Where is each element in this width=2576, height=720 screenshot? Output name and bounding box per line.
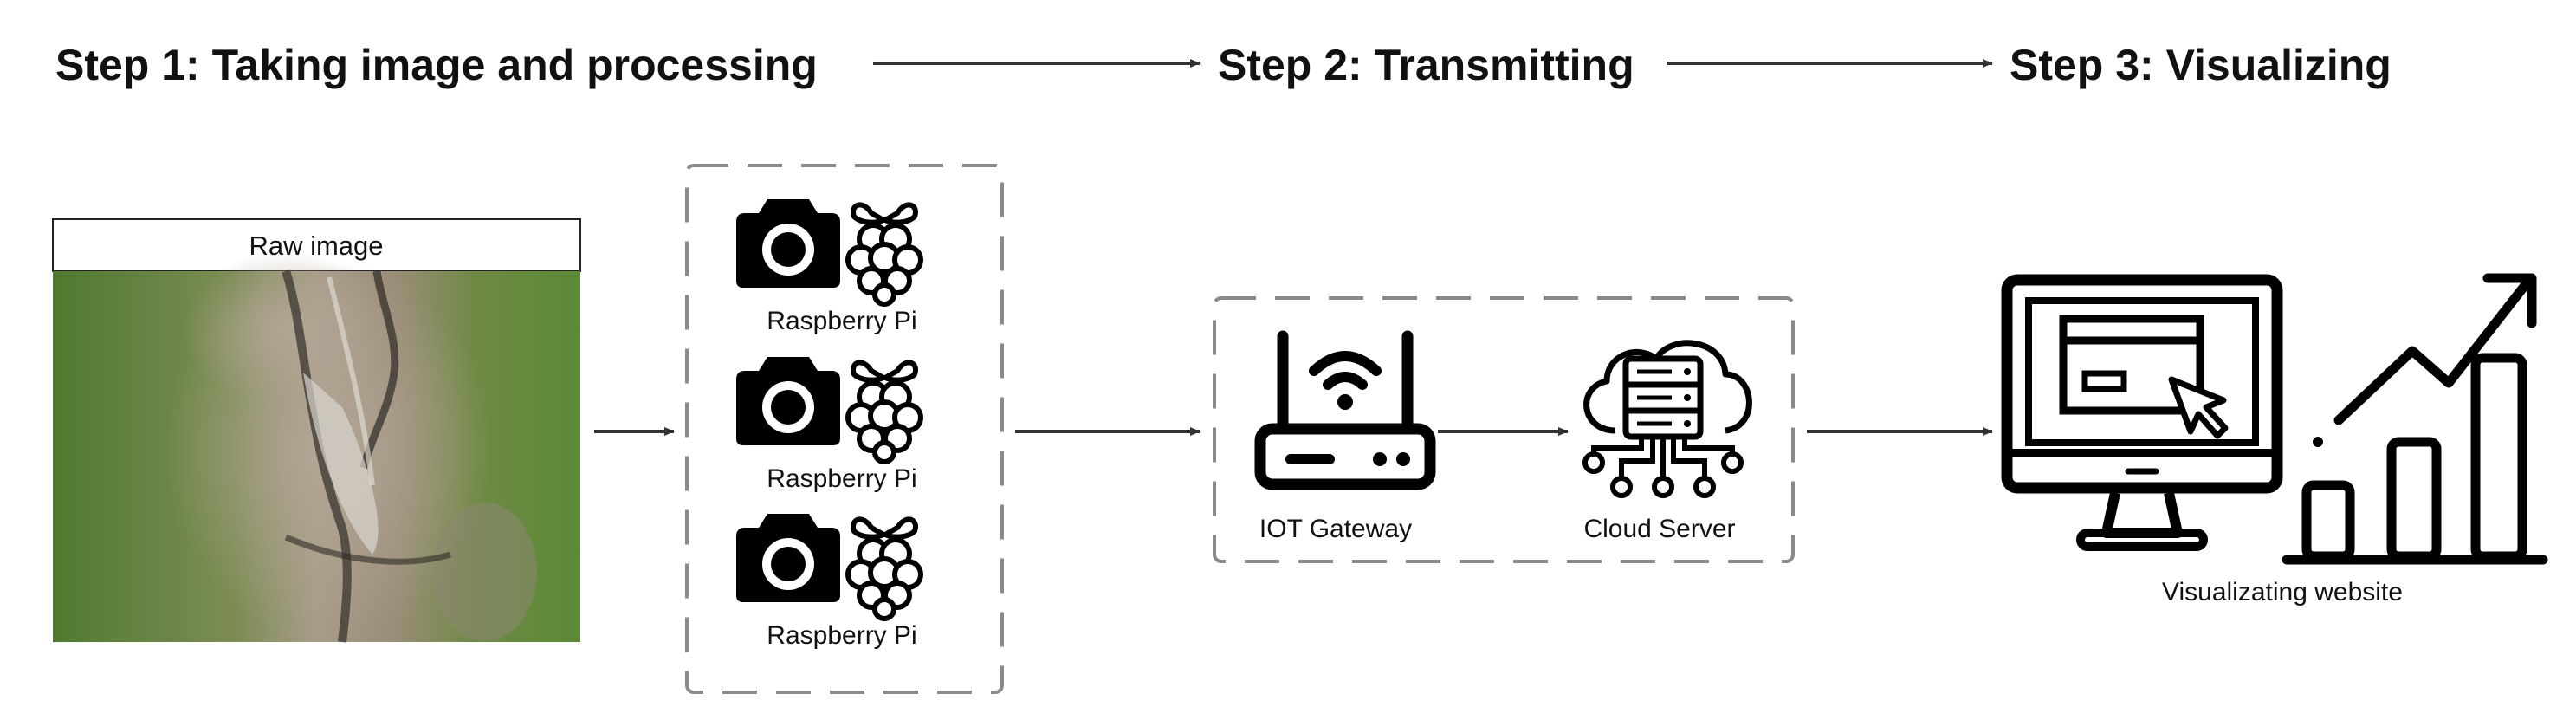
website-label: Visualizating website [2162,578,2403,606]
growth-chart-icon [2282,273,2548,565]
network-group-box [1213,296,1795,563]
devices-group-box [685,164,1004,694]
router-icon [1254,330,1436,490]
raspberry-pi-icon [845,202,923,307]
gateway-label: IOT Gateway [1259,515,1412,543]
raspberry-pi-label: Raspberry Pi [767,621,916,650]
raspberry-pi-icon [845,360,923,464]
raspberry-pi-label: Raspberry Pi [767,464,916,493]
step2-title: Step 2: Transmitting [1218,41,1634,89]
raspberry-pi-device: Raspberry Pi [736,199,923,335]
step3-title: Step 3: Visualizing [2010,41,2392,89]
raspberry-pi-device: Raspberry Pi [736,514,923,650]
raspberry-pi-label: Raspberry Pi [767,307,916,335]
raspberry-pi-device: Raspberry Pi [736,357,923,493]
monitor-icon [2001,274,2283,551]
raw-image-panel: Raw image [52,218,581,643]
camera-icon [736,199,840,288]
raspberry-pi-icon [845,516,923,621]
cloud-label: Cloud Server [1583,515,1735,543]
camera-icon [736,357,840,445]
cloud-server-icon [1582,340,1752,498]
camera-icon [736,514,840,602]
step1-title: Step 1: Taking image and processing [55,41,818,89]
aerial-photo [53,251,580,643]
